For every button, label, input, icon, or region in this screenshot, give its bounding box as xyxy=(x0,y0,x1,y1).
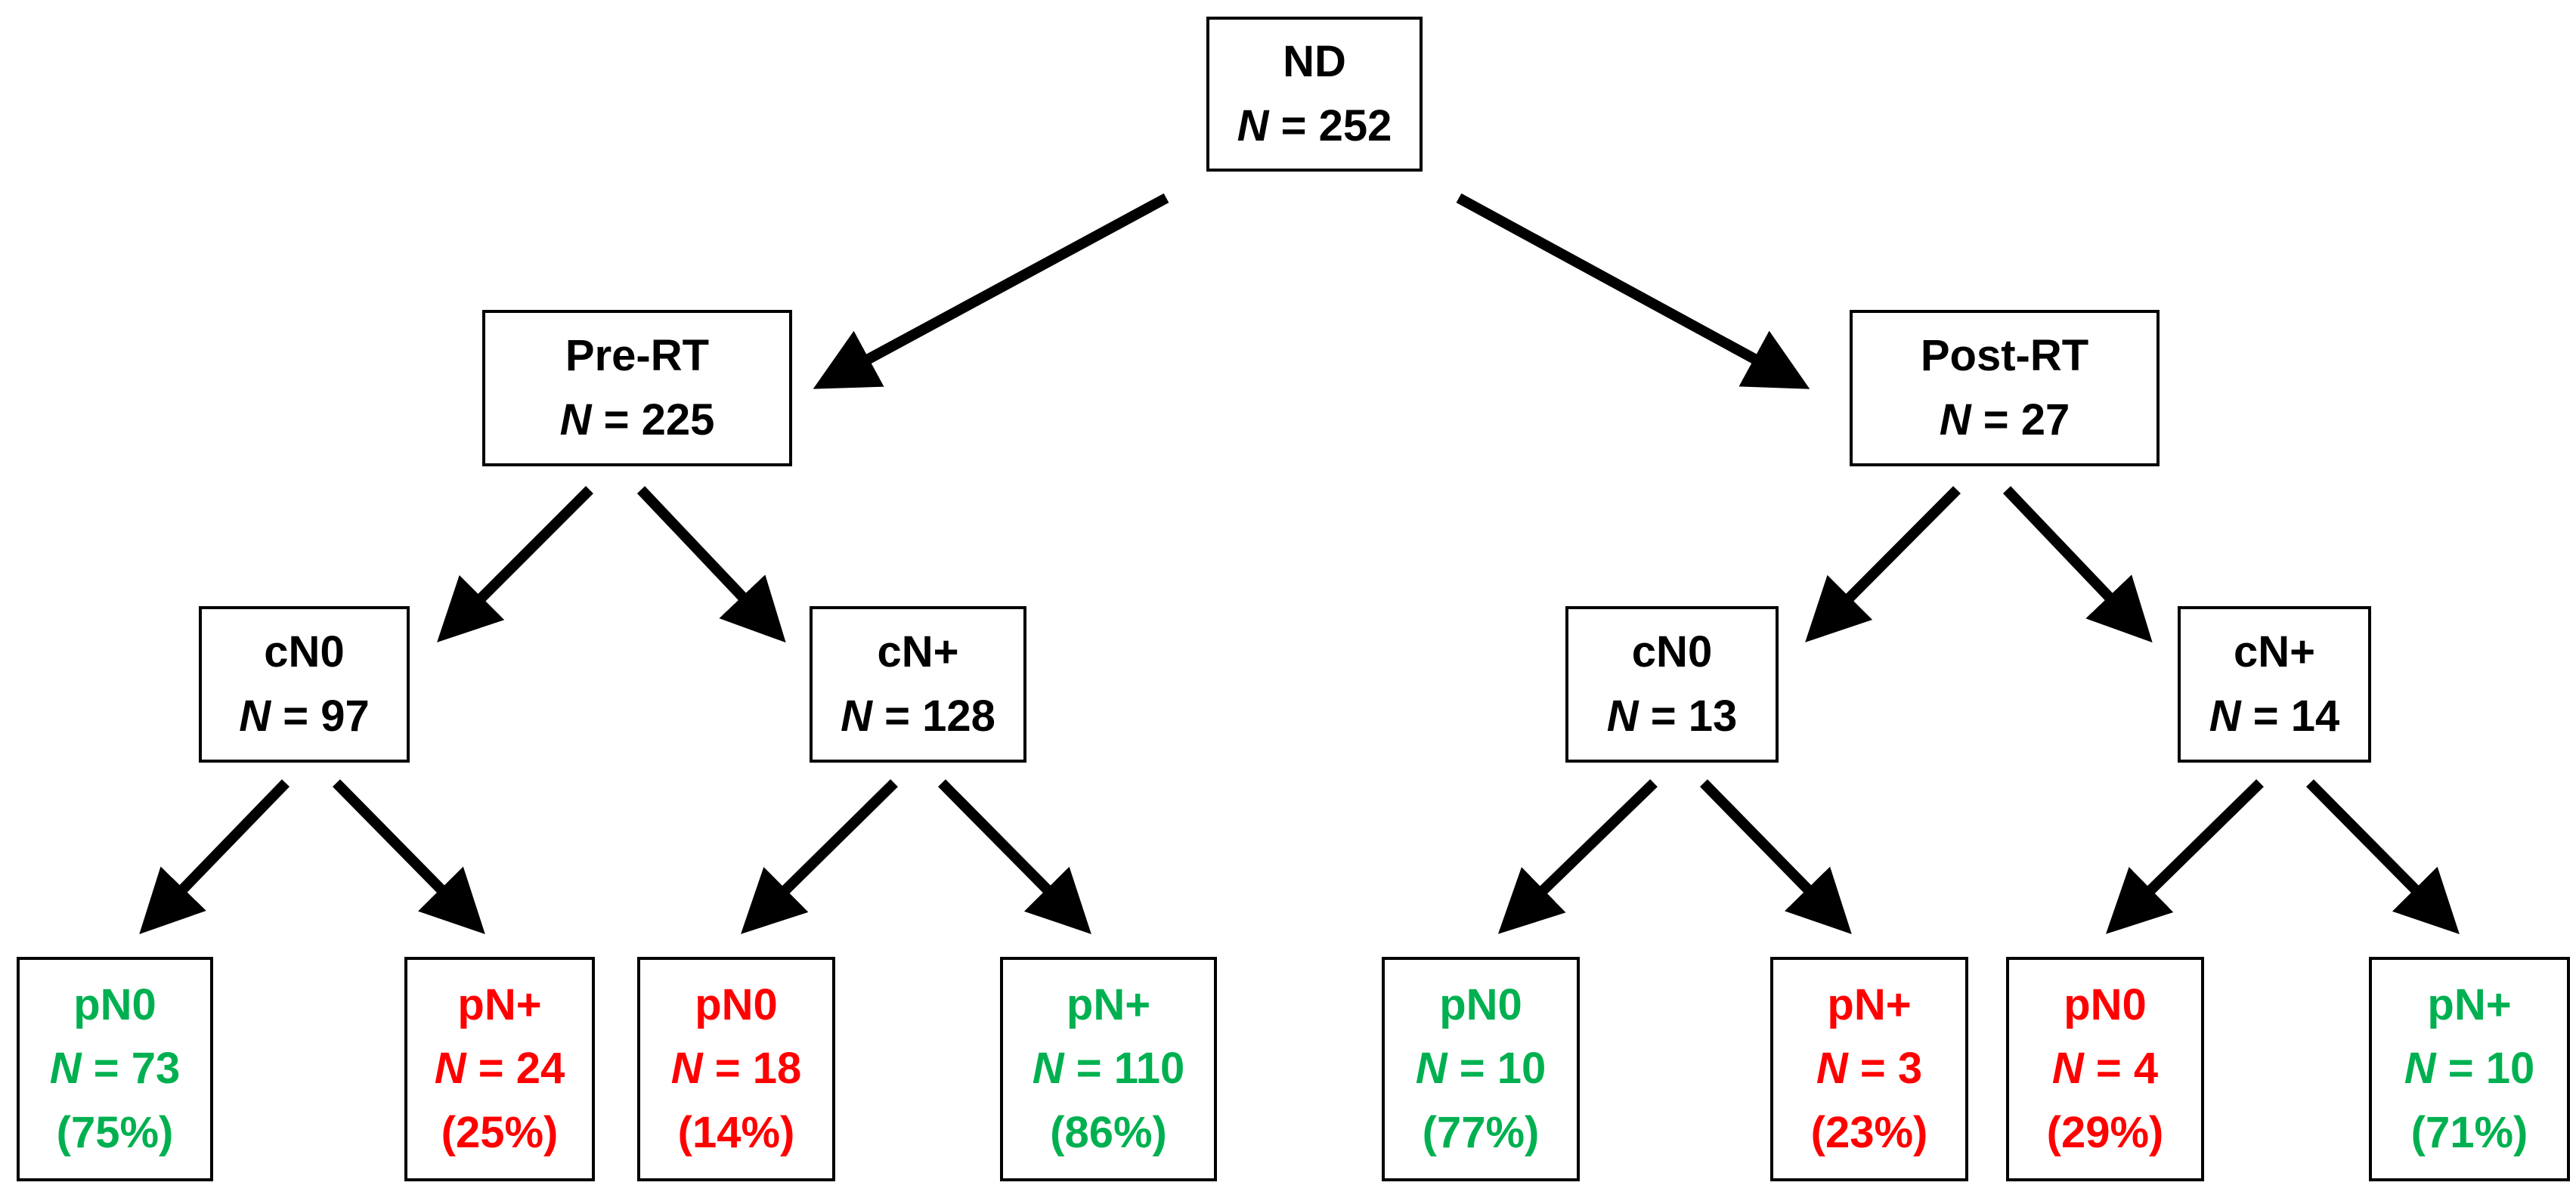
n-value: = 10 xyxy=(2448,1044,2535,1094)
node-nd: ND N = 252 xyxy=(1206,17,1423,172)
arrow-postrt-to-cn0 xyxy=(1805,486,1961,642)
n-symbol: N xyxy=(1032,1044,1064,1094)
n-symbol: N xyxy=(49,1044,82,1094)
leaf-count: N = 110 xyxy=(1033,1037,1185,1100)
n-symbol: N xyxy=(2209,691,2241,741)
n-value: = 97 xyxy=(283,691,370,741)
node-post-rt-cn0: cN0 N = 13 xyxy=(1565,606,1779,763)
node-count: N = 128 xyxy=(841,685,995,748)
node-label: cN+ xyxy=(2233,627,2315,677)
n-value: = 252 xyxy=(1280,101,1392,150)
n-symbol: N xyxy=(434,1044,466,1094)
leaf-label: pN0 xyxy=(695,980,778,1030)
arrow-pre-cn0-to-pnp xyxy=(333,779,485,934)
leaf-label: pN+ xyxy=(2427,980,2512,1030)
leaf-post-cn0-pn0: pN0 N = 10 (77%) xyxy=(1382,957,1580,1181)
leaf-percent: (23%) xyxy=(1810,1107,1928,1157)
node-count: N = 27 xyxy=(1940,388,2070,452)
leaf-percent: (25%) xyxy=(441,1107,559,1157)
arrow-postrt-to-cnp xyxy=(2002,486,2153,643)
n-symbol: N xyxy=(2051,1044,2084,1094)
node-post-rt: Post-RT N = 27 xyxy=(1850,310,2160,466)
node-post-rt-cn-plus: cN+ N = 14 xyxy=(2178,606,2371,763)
node-label: Pre-RT xyxy=(565,331,710,381)
node-label: cN0 xyxy=(264,627,345,677)
arrow-pre-cnp-to-pnp xyxy=(938,779,1091,934)
leaf-post-cnplus-pnplus: pN+ N = 10 (71%) xyxy=(2369,957,2570,1181)
leaf-pre-cn0-pn0: pN0 N = 73 (75%) xyxy=(17,957,213,1181)
leaf-count: N = 10 xyxy=(2404,1037,2535,1100)
leaf-label: pN+ xyxy=(1827,980,1912,1030)
leaf-label: pN0 xyxy=(1439,980,1522,1030)
n-symbol: N xyxy=(670,1044,703,1094)
leaf-percent: (71%) xyxy=(2410,1107,2528,1157)
n-symbol: N xyxy=(239,691,271,741)
node-pre-rt: Pre-RT N = 225 xyxy=(482,310,792,466)
n-symbol: N xyxy=(559,395,592,444)
node-pre-rt-cn0: cN0 N = 97 xyxy=(199,606,410,763)
node-label: cN+ xyxy=(877,627,959,677)
arrow-post-cn0-to-pnp xyxy=(1699,779,1852,935)
n-value: = 27 xyxy=(1983,395,2070,444)
node-label: ND xyxy=(1283,37,1346,87)
leaf-pre-cnplus-pnplus: pN+ N = 110 (86%) xyxy=(1000,957,1217,1181)
node-count: N = 252 xyxy=(1237,94,1392,158)
node-count: N = 14 xyxy=(2209,685,2340,748)
leaf-post-cn0-pnplus: pN+ N = 3 (23%) xyxy=(1770,957,1968,1181)
leaf-label: pN+ xyxy=(457,980,542,1030)
n-value: = 10 xyxy=(1459,1044,1547,1094)
n-value: = 110 xyxy=(1076,1044,1185,1094)
arrow-post-cnp-to-pn0 xyxy=(2105,778,2264,934)
n-symbol: N xyxy=(1606,691,1639,741)
n-value: = 3 xyxy=(1859,1044,1923,1094)
n-symbol: N xyxy=(1415,1044,1447,1094)
leaf-percent: (86%) xyxy=(1050,1107,1167,1157)
leaf-percent: (14%) xyxy=(677,1107,795,1157)
n-value: = 128 xyxy=(884,691,995,741)
arrow-nd-to-prert xyxy=(813,193,1169,389)
n-symbol: N xyxy=(2404,1044,2436,1094)
n-value: = 24 xyxy=(478,1044,565,1094)
leaf-count: N = 4 xyxy=(2052,1037,2158,1100)
leaf-count: N = 24 xyxy=(435,1037,565,1100)
n-symbol: N xyxy=(1816,1044,1848,1094)
n-value: = 4 xyxy=(2095,1044,2159,1094)
arrow-prert-to-cnp xyxy=(636,486,786,643)
leaf-count: N = 10 xyxy=(1416,1037,1547,1100)
leaf-percent: (77%) xyxy=(1422,1107,1540,1157)
n-value: = 225 xyxy=(603,395,715,444)
arrow-pre-cn0-to-pn0 xyxy=(139,779,290,935)
n-symbol: N xyxy=(841,691,872,741)
n-value: = 18 xyxy=(714,1044,802,1094)
leaf-label: pN0 xyxy=(73,980,156,1030)
n-value: = 73 xyxy=(93,1044,181,1094)
node-pre-rt-cn-plus: cN+ N = 128 xyxy=(810,606,1026,763)
arrow-post-cnp-to-pnp xyxy=(2306,779,2460,934)
leaf-count: N = 73 xyxy=(50,1037,181,1100)
node-label: Post-RT xyxy=(1920,331,2089,381)
leaf-percent: (29%) xyxy=(2046,1107,2164,1157)
leaf-post-cnplus-pn0: pN0 N = 4 (29%) xyxy=(2006,957,2204,1181)
arrow-post-cn0-to-pn0 xyxy=(1497,778,1658,934)
n-value: = 14 xyxy=(2252,691,2340,741)
arrow-pre-cnp-to-pn0 xyxy=(741,779,898,934)
leaf-count: N = 18 xyxy=(671,1037,802,1100)
leaf-percent: (75%) xyxy=(56,1107,174,1157)
node-count: N = 13 xyxy=(1607,685,1738,748)
n-symbol: N xyxy=(1237,101,1269,150)
node-count: N = 97 xyxy=(239,685,370,748)
node-count: N = 225 xyxy=(560,388,715,452)
n-symbol: N xyxy=(1939,395,1971,444)
n-value: = 13 xyxy=(1650,691,1738,741)
arrow-nd-to-postrt xyxy=(1456,193,1810,389)
leaf-label: pN+ xyxy=(1066,980,1151,1030)
leaf-pre-cn0-pnplus: pN+ N = 24 (25%) xyxy=(404,957,595,1181)
leaf-label: pN0 xyxy=(2064,980,2147,1030)
leaf-count: N = 3 xyxy=(1816,1037,1922,1100)
leaf-pre-cnplus-pn0: pN0 N = 18 (14%) xyxy=(637,957,835,1181)
node-label: cN0 xyxy=(1631,627,1713,677)
arrow-prert-to-cn0 xyxy=(437,486,593,642)
